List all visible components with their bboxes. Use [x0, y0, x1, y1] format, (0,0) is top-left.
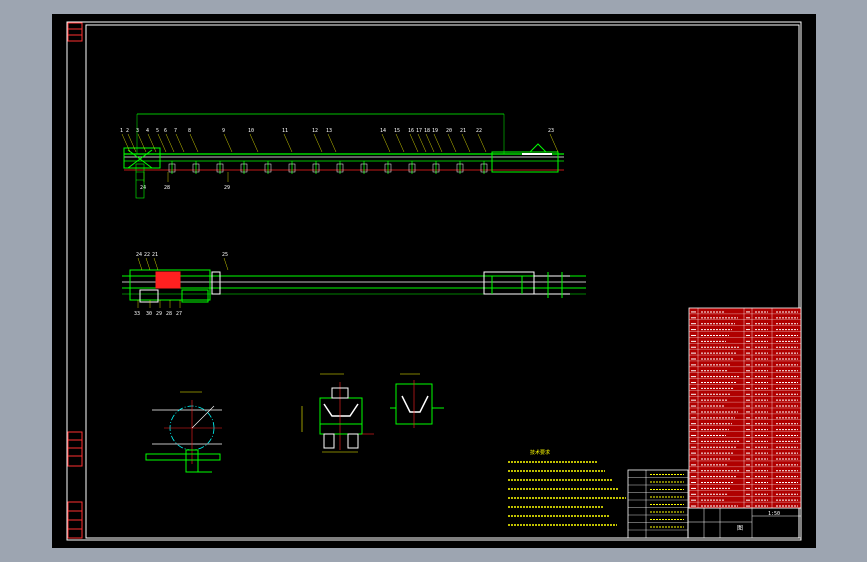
callout-number: 23	[548, 128, 554, 134]
callout-leader	[223, 133, 233, 153]
callout-number: 25	[222, 252, 228, 258]
callout-leader	[153, 257, 159, 271]
callout-leader	[137, 133, 147, 153]
idler-roller	[168, 163, 176, 173]
callout-leader	[147, 133, 157, 153]
callout-number: 21	[152, 252, 158, 258]
callout-number: 22	[476, 128, 482, 134]
callout-leader	[477, 133, 487, 153]
callout-leader	[249, 133, 259, 153]
callout-number: 8	[188, 128, 191, 134]
callout-leader	[127, 133, 137, 153]
callout-leader	[223, 257, 229, 271]
callout-number: 28	[164, 185, 170, 191]
callout-leader	[121, 133, 131, 153]
callout-leader	[461, 133, 471, 153]
margin-stamp-top	[67, 22, 83, 42]
callout-number: 11	[282, 128, 288, 134]
callout-number: 29	[224, 185, 230, 191]
callout-number: 17	[416, 128, 422, 134]
idler-roller	[288, 163, 296, 173]
margin-stamp-bottom	[67, 501, 83, 539]
callout-leader	[189, 133, 199, 153]
motor-block	[155, 271, 181, 289]
callout-number: 10	[248, 128, 254, 134]
callout-leader	[175, 133, 185, 153]
callout-leader	[409, 133, 419, 153]
callout-leader	[395, 133, 405, 153]
callout-number: 24	[136, 252, 142, 258]
callout-number: 6	[164, 128, 167, 134]
scale-text: 1:50	[768, 511, 780, 517]
callout-leader	[327, 133, 337, 153]
callout-leader	[137, 257, 143, 271]
idler-roller	[360, 163, 368, 173]
title-block: 1:50 图	[627, 469, 802, 539]
idler-roller	[264, 163, 272, 173]
callout-number: 27	[176, 311, 182, 317]
idler-roller	[432, 163, 440, 173]
callout-number: 18	[424, 128, 430, 134]
callout-number: 2	[126, 128, 129, 134]
sheet-label: 图	[737, 525, 743, 532]
callout-number: 4	[146, 128, 149, 134]
callout-number: 24	[140, 185, 146, 191]
idler-roller	[408, 163, 416, 173]
sheet-border	[66, 21, 802, 541]
idler-roller	[336, 163, 344, 173]
callout-number: 19	[432, 128, 438, 134]
idler-roller	[216, 163, 224, 173]
callout-number: 16	[408, 128, 414, 134]
callout-number: 9	[222, 128, 225, 134]
idler-roller	[480, 163, 488, 173]
idler-section-b	[390, 373, 444, 428]
idler-roller	[384, 163, 392, 173]
callout-leader	[165, 133, 175, 153]
idler-roller	[312, 163, 320, 173]
idler-roller	[456, 163, 464, 173]
callout-leader	[447, 133, 457, 153]
callout-number: 13	[326, 128, 332, 134]
drawing-frame	[85, 24, 800, 539]
callout-number: 22	[144, 252, 150, 258]
tail-pulley	[483, 271, 535, 295]
notes-heading: 技术要求	[530, 449, 550, 456]
callout-number: 12	[312, 128, 318, 134]
callout-leader	[313, 133, 323, 153]
callout-leader	[549, 133, 559, 153]
technical-notes: 技术要求	[508, 449, 626, 526]
callout-leader	[145, 257, 151, 271]
callout-number: 1	[120, 128, 123, 134]
callout-leader	[417, 133, 427, 153]
idler-roller	[192, 163, 200, 173]
callout-leader	[157, 133, 167, 153]
callout-number: 14	[380, 128, 386, 134]
idler-section-a	[301, 373, 374, 453]
callout-number: 28	[166, 311, 172, 317]
callout-number: 15	[394, 128, 400, 134]
callout-number: 20	[446, 128, 452, 134]
callout-number: 29	[156, 311, 162, 317]
callout-number: 33	[134, 311, 140, 317]
callout-number: 21	[460, 128, 466, 134]
callout-number: 5	[156, 128, 159, 134]
callout-number: 30	[146, 311, 152, 317]
margin-stamp-middle	[67, 431, 83, 467]
callout-number: 7	[174, 128, 177, 134]
callout-leader	[425, 133, 435, 153]
callout-leader	[381, 133, 391, 153]
pulley-detail	[145, 391, 222, 473]
idler-roller	[240, 163, 248, 173]
callout-leader	[433, 133, 443, 153]
bom-table	[688, 307, 802, 509]
callout-number: 3	[136, 128, 139, 134]
callout-leader	[283, 133, 293, 153]
